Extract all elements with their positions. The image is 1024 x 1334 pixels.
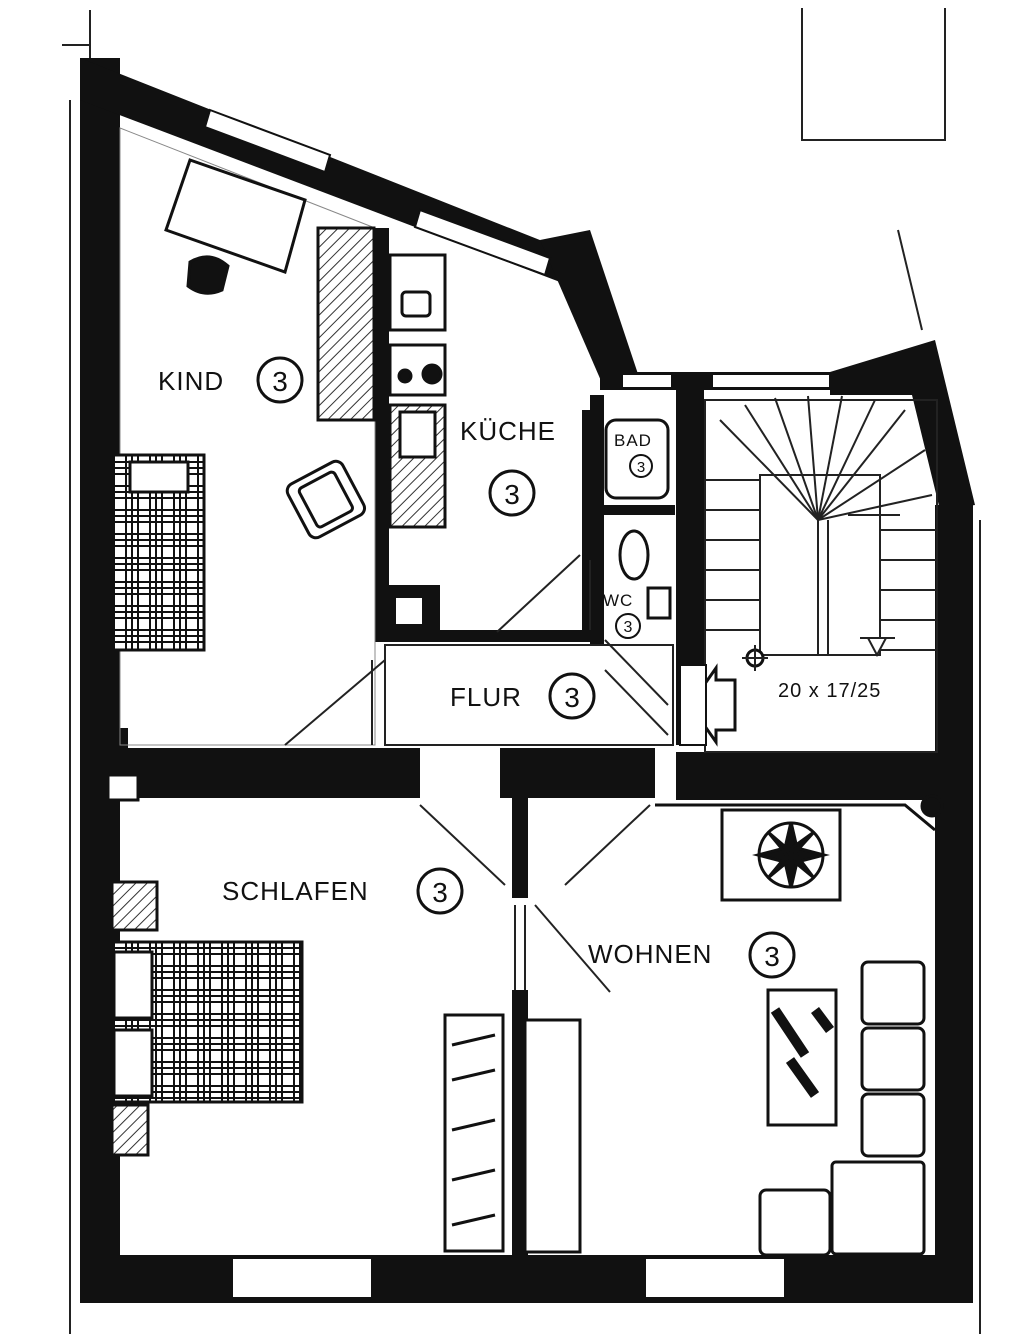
room-label-kind: KIND 3: [158, 356, 304, 404]
room-level-kind: 3: [272, 366, 288, 397]
chair-icon: [186, 255, 230, 295]
kind-desk: [164, 158, 307, 274]
room-name-wohnen: WOHNEN: [588, 939, 712, 969]
toilet-icon: [618, 529, 650, 581]
kind-furniture: [110, 158, 376, 652]
wohnen-shelf: [523, 1018, 582, 1254]
door-swings: [284, 554, 669, 993]
room-name-schlafen: SCHLAFEN: [222, 876, 369, 906]
room-name-kueche: KÜCHE: [460, 416, 556, 446]
room-level-kueche: 3: [504, 479, 520, 510]
kind-wardrobe: [316, 226, 376, 422]
staircase: [704, 395, 938, 753]
room-label-bad: BAD 3: [614, 431, 653, 478]
room-label-schlafen: SCHLAFEN 3: [222, 867, 464, 915]
flur-area: [384, 644, 674, 746]
wohnen-furniture: [523, 794, 944, 1257]
room-level-schlafen: 3: [432, 877, 448, 908]
room-name-kind: KIND: [158, 366, 224, 396]
armchair-icon: [285, 459, 367, 540]
kueche-fixtures: [388, 253, 447, 529]
room-level-wohnen: 3: [764, 941, 780, 972]
schlafen-furniture: [110, 880, 505, 1253]
room-label-flur: FLUR 3: [450, 672, 596, 720]
stair-treads: [705, 395, 937, 651]
room-level-flur: 3: [564, 682, 580, 713]
plant-icon: [752, 821, 830, 889]
room-level-bad: 3: [637, 459, 645, 476]
room-level-wc: 3: [624, 619, 633, 636]
chimney-icon: [920, 794, 944, 818]
room-name-bad: BAD: [614, 431, 652, 450]
room-label-kueche: KÜCHE 3: [460, 416, 556, 517]
room-name-wc: WC: [603, 591, 633, 610]
windows: [203, 108, 831, 1299]
room-name-flur: FLUR: [450, 682, 522, 712]
sofa: [758, 960, 926, 1257]
outside-lines: [62, 8, 981, 1334]
room-label-wc: WC 3: [603, 591, 641, 639]
stair-dimension: 20 x 17/25: [778, 680, 881, 702]
room-label-wohnen: WOHNEN 3: [588, 931, 796, 979]
schlafen-wardrobe: [443, 1013, 505, 1253]
